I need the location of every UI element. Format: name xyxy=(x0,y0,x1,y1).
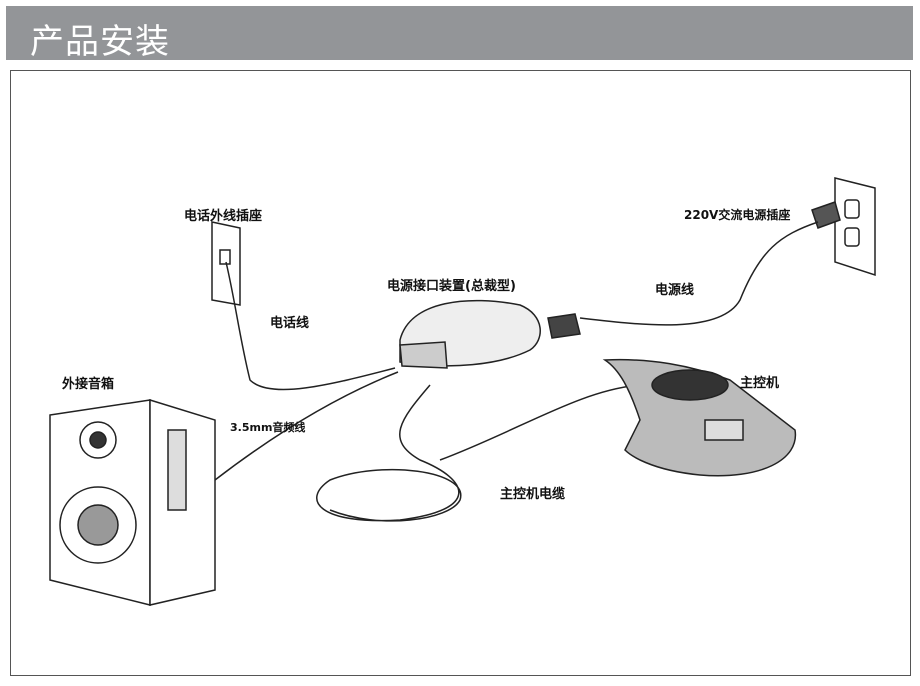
console-cable xyxy=(316,384,462,522)
label-phone-line: 电话线 xyxy=(270,316,310,331)
label-audio-cable: 3.5mm音频线 xyxy=(230,421,306,434)
label-power-cord: 电源线 xyxy=(655,283,695,298)
phone-line-cable xyxy=(225,261,396,391)
jack-port xyxy=(219,249,231,265)
label-power-unit: 电源接口装置(总裁型) xyxy=(387,279,516,294)
label-power-outlet: 220V交流电源插座 xyxy=(684,208,791,222)
page-title: 产品安装 xyxy=(30,22,170,62)
header-bar: 产品安装 xyxy=(6,6,913,62)
external-speaker xyxy=(49,399,151,606)
power-cord-cable xyxy=(579,221,819,326)
power-wall-outlet xyxy=(834,177,876,277)
iec-connector xyxy=(547,313,581,339)
label-phone-jack: 电话外线插座 xyxy=(184,209,263,224)
label-console-cable: 主控机电缆 xyxy=(500,487,566,502)
label-console: 主控机 xyxy=(740,376,780,391)
label-speaker: 外接音箱 xyxy=(62,377,115,392)
audio-cable xyxy=(214,371,399,481)
diagram-frame xyxy=(10,70,911,676)
